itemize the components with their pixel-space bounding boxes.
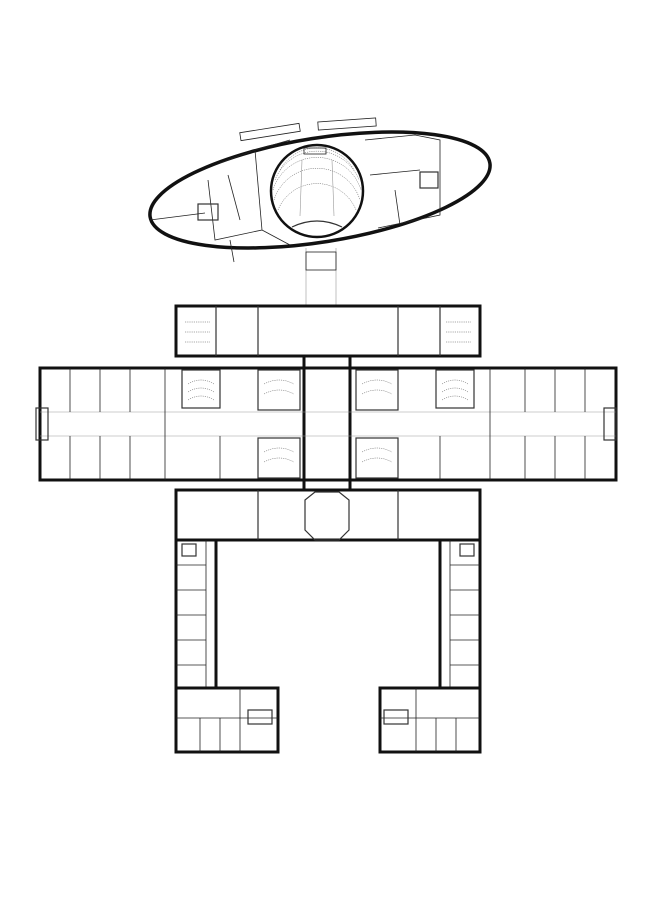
main-building [35, 304, 618, 754]
stair-east [603, 407, 617, 441]
east-foot [378, 686, 482, 754]
canopy-left [239, 122, 301, 142]
stair-se [459, 543, 475, 557]
link-bridge [305, 248, 337, 305]
canopy-right [317, 117, 377, 131]
central-hall [302, 354, 352, 492]
stair-west [35, 407, 49, 441]
west-leg [174, 538, 218, 690]
lecture-halls [181, 369, 475, 479]
stage [291, 220, 343, 228]
right-wing-rooms [364, 134, 441, 229]
east-leg [438, 538, 482, 690]
north-block [174, 304, 482, 358]
stair-foot-west [247, 709, 273, 725]
auditorium [269, 143, 365, 239]
south-block [174, 488, 482, 542]
control-booth [303, 147, 327, 155]
entrance-hall [304, 491, 350, 541]
oval-annex [148, 117, 492, 305]
left-wing-rooms [149, 139, 291, 263]
stair-right [419, 171, 439, 189]
stair-foot-east [383, 709, 409, 725]
classrooms [69, 368, 586, 480]
west-foot [174, 686, 280, 754]
stair-sw [181, 543, 197, 557]
east-west-wing [38, 366, 618, 482]
stair-left [197, 203, 219, 221]
